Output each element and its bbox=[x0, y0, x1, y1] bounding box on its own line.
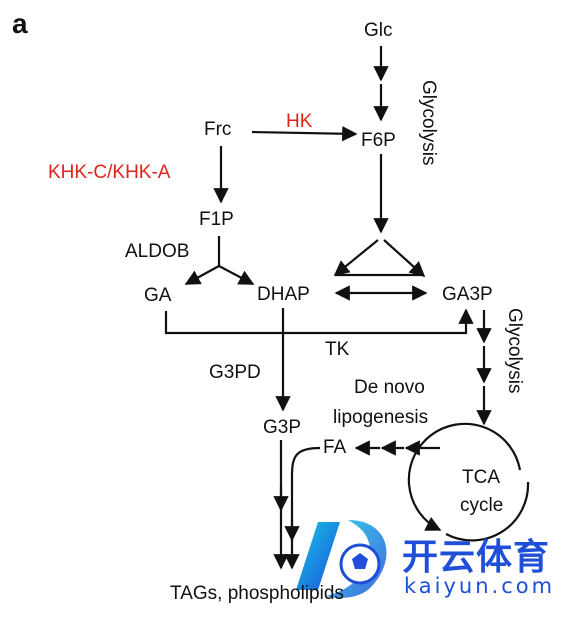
node-glc: Glc bbox=[364, 20, 393, 41]
enzyme-g3pd: G3PD bbox=[209, 362, 261, 383]
arrow-split-dhap bbox=[333, 239, 379, 276]
enzyme-hk: HK bbox=[286, 111, 313, 132]
node-frc: Frc bbox=[204, 119, 232, 140]
node-tags: TAGs, phospholipids bbox=[170, 583, 344, 604]
pathway-lipogenesis: lipogenesis bbox=[333, 407, 429, 428]
node-g3p: G3P bbox=[263, 417, 302, 438]
watermark-latin: kaiyun.com bbox=[404, 574, 556, 598]
pathway-de-novo: De novo bbox=[354, 377, 425, 398]
tca-cycle-circle bbox=[407, 422, 522, 531]
arrow-frc-f6p bbox=[251, 126, 358, 142]
arrow-f1p-ga bbox=[184, 265, 220, 285]
node-ga3p: GA3P bbox=[442, 284, 493, 305]
node-fa: FA bbox=[323, 437, 347, 458]
node-cycle: cycle bbox=[460, 495, 504, 516]
pathway-glycolysis-right: Glycolysis bbox=[504, 308, 525, 394]
node-f6p: F6P bbox=[361, 130, 396, 151]
node-f1p: F1P bbox=[199, 209, 234, 230]
enzyme-khk: KHK-C/KHK-A bbox=[48, 162, 171, 183]
pathway-glycolysis-top: Glycolysis bbox=[418, 80, 439, 166]
enzyme-aldob: ALDOB bbox=[125, 241, 190, 262]
node-dhap: DHAP bbox=[257, 284, 310, 305]
panel-label: a bbox=[12, 8, 28, 39]
node-ga: GA bbox=[144, 285, 172, 306]
watermark-logo bbox=[296, 520, 387, 598]
node-tca: TCA bbox=[462, 467, 500, 488]
watermark-ball-pattern bbox=[352, 553, 368, 569]
arrow-f1p-dhap bbox=[218, 265, 255, 285]
enzyme-tk: TK bbox=[325, 339, 350, 360]
watermark-chinese: 开云体育 bbox=[402, 537, 551, 578]
tca-cycle-circle-b bbox=[445, 481, 530, 542]
arrow-split-ga3p bbox=[383, 239, 426, 278]
watermark-k-stem bbox=[296, 522, 340, 590]
arrow-ga-ga3p-tk bbox=[164, 308, 474, 335]
arrow-fa-tags bbox=[284, 446, 321, 570]
